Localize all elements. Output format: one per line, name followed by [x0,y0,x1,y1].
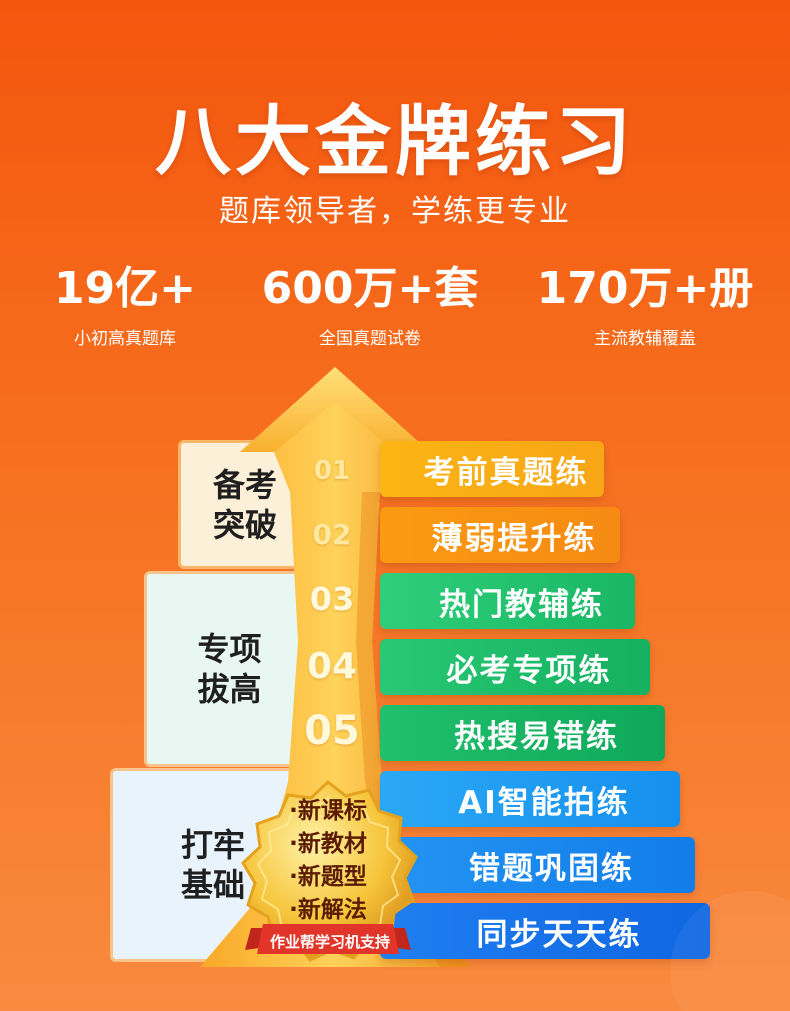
group-label-line2: 基础 [180,866,245,904]
badge-feature-line: ·新题型 [289,864,367,890]
practice-bar-popular-books: 热门教辅练 [380,573,635,629]
practice-bar-daily-sync: 同步天天练 [380,903,710,959]
stat-exam-papers: 600万+套 全国真题试卷 [240,258,500,349]
page-subtitle: 题库领导者，学练更专业 [219,194,571,229]
practice-label: 同步天天练 [476,916,642,953]
group-label-line1: 专项 [197,630,262,668]
practice-bar-real-exam: 考前真题练 [380,441,604,497]
practice-bar-weakness: 薄弱提升练 [380,507,620,563]
practice-bar-mistake-review: 错题巩固练 [380,837,695,893]
practice-label: 必考专项练 [446,652,612,689]
stat-value: 170万+册 [536,263,754,314]
practice-label: 薄弱提升练 [431,520,597,557]
group-label-line1: 备考 [212,465,277,504]
group-label-line2: 突破 [212,505,277,544]
stat-label: 小初高真题库 [74,329,176,349]
practice-bar-common-errors: 热搜易错练 [380,705,665,761]
stat-label: 主流教辅覆盖 [594,329,696,349]
step-number-01: 01 [313,456,351,486]
practice-label: 热搜易错练 [454,718,619,755]
badge-feature-line: ·新课标 [289,798,367,824]
practice-label: 热门教辅练 [439,586,604,623]
stat-label: 全国真题试卷 [319,329,421,349]
practice-label: AI智能拍练 [458,784,630,821]
group-label-line2: 拔高 [197,670,262,708]
practice-bar-ai-photo: AI智能拍练 [380,771,680,827]
stat-textbooks: 170万+册 主流教辅覆盖 [520,258,770,349]
badge-feature-line: ·新解法 [289,897,367,923]
step-number-02: 02 [312,518,352,551]
gold-seal-badge-icon [241,780,418,962]
step-number-05: 05 [304,708,360,754]
stat-value: 600万+套 [261,263,479,314]
practice-label: 考前真题练 [423,454,589,491]
page-title: 八大金牌练习 [155,97,635,186]
practice-bar-must-test: 必考专项练 [380,639,650,695]
stat-question-bank: 19亿+ 小初高真题库 [20,258,230,349]
step-number-03: 03 [309,580,355,618]
stat-value: 19亿+ [53,263,197,314]
badge-ribbon-text: 作业帮学习机支持 [269,933,390,951]
step-number-04: 04 [306,646,358,687]
badge-feature-line: ·新教材 [289,831,367,857]
group-label-line1: 打牢 [180,826,245,864]
badge-features: ·新课标 ·新教材 ·新题型 ·新解法 [233,795,423,927]
practice-label: 错题巩固练 [469,850,634,887]
